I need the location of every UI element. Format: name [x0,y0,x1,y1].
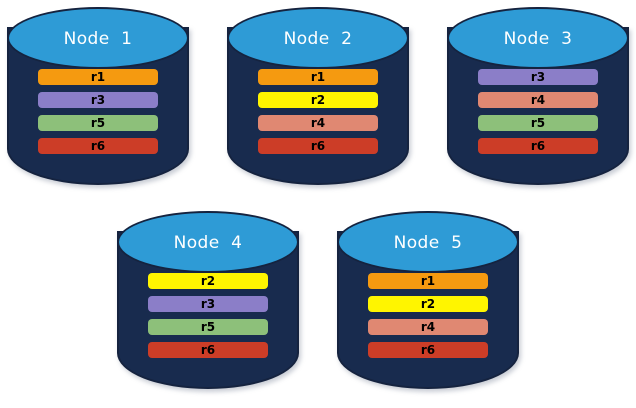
replica-bar-r4[interactable]: r4 [368,319,488,335]
cylinder-top-icon [337,211,519,273]
replica-bar-r2[interactable]: r2 [368,296,488,312]
replica-bar-r5[interactable]: r5 [478,115,598,131]
replica-bar-r6[interactable]: r6 [38,138,158,154]
cylinder-top-icon [117,211,299,273]
replica-bar-r4[interactable]: r4 [478,92,598,108]
replica-list: r1 r3 r5 r6 [38,69,158,154]
replica-bar-r6[interactable]: r6 [148,342,268,358]
node-title: Node 4 [173,233,243,253]
node-title: Node 5 [393,233,463,253]
database-node-2[interactable]: Node 2 r1 r2 r4 r6 [227,7,409,185]
database-node-5[interactable]: Node 5 r1 r2 r4 r6 [337,211,519,389]
cylinder-top-icon [447,7,629,69]
cylinder-top-icon [227,7,409,69]
replica-bar-r3[interactable]: r3 [148,296,268,312]
cylinder-top-icon [7,7,189,69]
replica-bar-r6[interactable]: r6 [258,138,378,154]
replica-bar-r6[interactable]: r6 [368,342,488,358]
node-title: Node 2 [283,29,353,49]
replica-bar-r3[interactable]: r3 [38,92,158,108]
replica-bar-r5[interactable]: r5 [38,115,158,131]
replica-bar-r1[interactable]: r1 [368,273,488,289]
database-node-3[interactable]: Node 3 r3 r4 r5 r6 [447,7,629,185]
database-node-1[interactable]: Node 1 r1 r3 r5 r6 [7,7,189,185]
node-title: Node 1 [63,29,133,49]
replica-bar-r6[interactable]: r6 [478,138,598,154]
replica-list: r2 r3 r5 r6 [148,273,268,358]
replica-bar-r2[interactable]: r2 [258,92,378,108]
replica-bar-r4[interactable]: r4 [258,115,378,131]
replica-bar-r3[interactable]: r3 [478,69,598,85]
replica-bar-r2[interactable]: r2 [148,273,268,289]
node-title: Node 3 [503,29,573,49]
replica-list: r1 r2 r4 r6 [258,69,378,154]
replica-bar-r1[interactable]: r1 [258,69,378,85]
database-node-4[interactable]: Node 4 r2 r3 r5 r6 [117,211,299,389]
replica-bar-r1[interactable]: r1 [38,69,158,85]
replica-bar-r5[interactable]: r5 [148,319,268,335]
replica-list: r3 r4 r5 r6 [478,69,598,154]
replica-list: r1 r2 r4 r6 [368,273,488,358]
